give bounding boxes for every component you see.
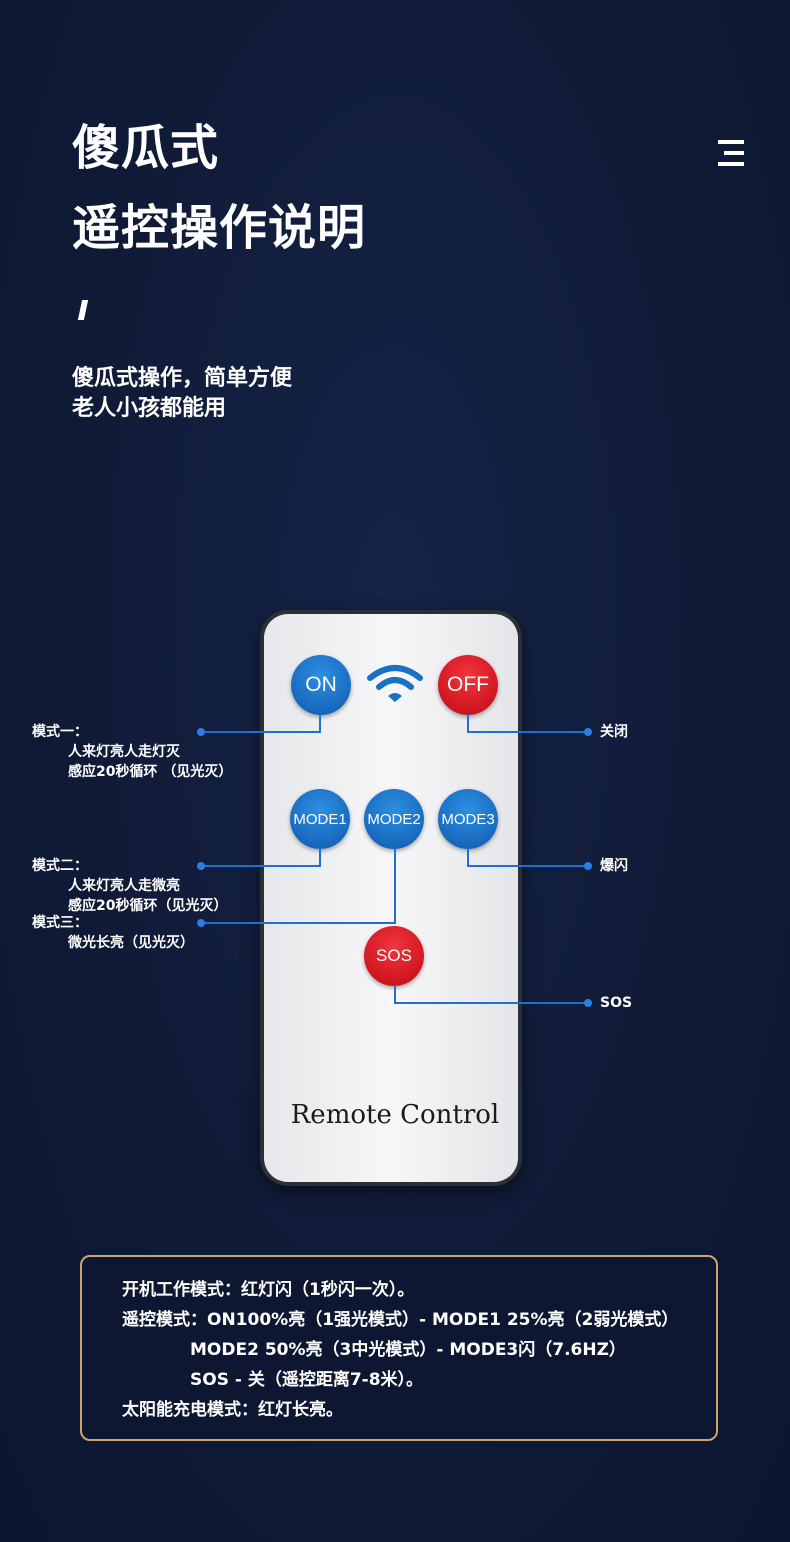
menu-icon[interactable]	[718, 140, 744, 166]
callout-line-mode2-h	[202, 865, 321, 867]
subtitle-line1: 傻瓜式操作，简单方便	[72, 366, 293, 391]
callout-line-strobe-h	[467, 865, 588, 867]
callout-line-sos-v	[394, 985, 396, 1004]
callout-line-mode3-h	[202, 922, 396, 924]
mode1-button-label: MODE1	[293, 810, 347, 828]
callout-mode1-line2: 感应20秒循环 （见光灭）	[68, 764, 233, 780]
callout-dot-mode3	[197, 919, 205, 927]
sos-button[interactable]: SOS	[364, 926, 424, 986]
mode3-button[interactable]: MODE3	[438, 789, 498, 849]
callout-dot-off	[584, 728, 592, 736]
callout-line-sos-h	[394, 1002, 588, 1004]
callout-mode1-line1: 人来灯亮人走灯灭	[68, 744, 180, 760]
callout-dot-strobe	[584, 862, 592, 870]
callout-dot-sos	[584, 999, 592, 1007]
page-title-line2: 遥控操作说明	[72, 200, 367, 256]
callout-line-mode1-h	[202, 731, 321, 733]
sos-button-label: SOS	[376, 946, 412, 965]
on-button-label: ON	[305, 673, 337, 696]
callout-mode3-title: 模式三：	[32, 915, 88, 931]
callout-mode1-title: 模式一：	[32, 724, 88, 740]
subtitle: 傻瓜式操作，简单方便 老人小孩都能用	[72, 364, 292, 424]
callout-off-label: 关闭	[600, 724, 628, 740]
mode3-button-label: MODE3	[441, 810, 495, 828]
off-button-label: OFF	[447, 673, 489, 696]
mode1-button[interactable]: MODE1	[290, 789, 350, 849]
callout-mode3-line1: 微光长亮（见光灭）	[68, 935, 194, 951]
info-line-2: 遥控模式：ON100%亮（1强光模式）- MODE1 25%亮（2弱光模式）	[122, 1310, 679, 1330]
callout-line-mode2-v	[319, 848, 321, 867]
info-line-4: SOS - 关（遥控距离7-8米）。	[190, 1370, 424, 1390]
info-line-1: 开机工作模式：红灯闪（1秒闪一次）。	[122, 1280, 415, 1300]
callout-dot-mode1	[197, 728, 205, 736]
callout-dot-mode2	[197, 862, 205, 870]
callout-mode2-title: 模式二：	[32, 858, 88, 874]
on-button[interactable]: ON	[291, 655, 351, 715]
remote-label: Remote Control	[290, 1100, 500, 1130]
callout-line-off-v	[467, 714, 469, 733]
info-box: 开机工作模式：红灯闪（1秒闪一次）。 遥控模式：ON100%亮（1强光模式）- …	[80, 1255, 718, 1441]
callout-mode2-line2: 感应20秒循环（见光灭）	[68, 898, 228, 914]
callout-strobe-label: 爆闪	[600, 858, 628, 874]
callout-line-mode1-v	[319, 714, 321, 733]
callout-mode2-line1: 人来灯亮人走微亮	[68, 878, 180, 894]
wifi-icon	[367, 665, 423, 702]
info-line-5: 太阳能充电模式：红灯长亮。	[122, 1400, 343, 1420]
callout-sos-label: SOS	[600, 995, 633, 1011]
info-line-3: MODE2 50%亮（3中光模式）- MODE3闪（7.6HZ）	[190, 1340, 626, 1360]
callout-line-strobe-v	[467, 848, 469, 867]
accent-mark	[77, 300, 89, 320]
callout-line-off-h	[467, 731, 588, 733]
mode2-button[interactable]: MODE2	[364, 789, 424, 849]
page-title-line1: 傻瓜式	[72, 120, 220, 176]
subtitle-line2: 老人小孩都能用	[72, 396, 227, 421]
mode2-button-label: MODE2	[367, 810, 421, 828]
off-button[interactable]: OFF	[438, 655, 498, 715]
callout-line-mode3-v	[394, 848, 396, 924]
